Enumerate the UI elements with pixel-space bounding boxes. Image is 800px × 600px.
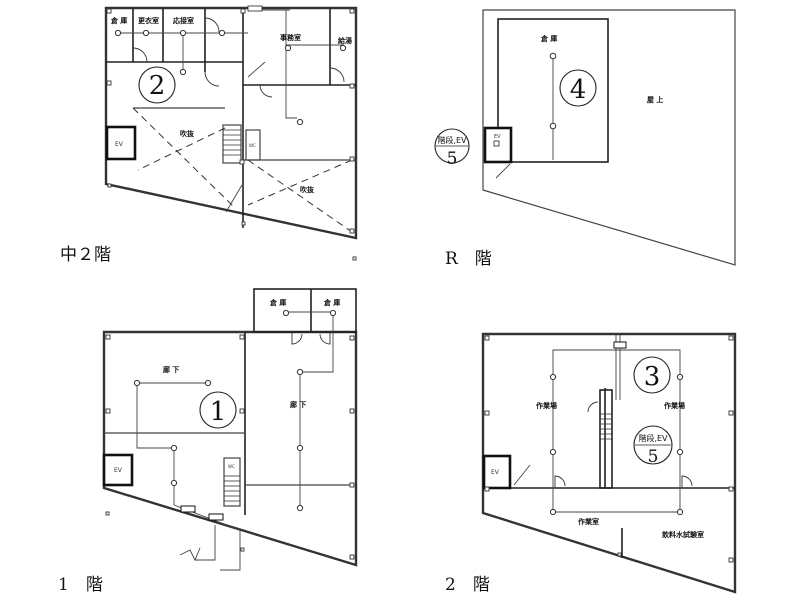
badge-bottom: 5 xyxy=(648,447,659,467)
wiring xyxy=(225,184,243,213)
room-label: 飲料水試験室 xyxy=(661,530,704,539)
zone-number-circle xyxy=(633,356,671,394)
outer-wall xyxy=(482,9,736,266)
zone-number-circle xyxy=(138,66,176,104)
elevator xyxy=(102,453,134,487)
distribution-panel xyxy=(613,341,627,349)
ev-label: EV xyxy=(114,467,123,474)
wiring xyxy=(285,311,334,508)
door xyxy=(291,332,303,345)
outer-wall xyxy=(481,332,737,594)
room-label: 倉 庫 xyxy=(540,34,557,43)
room-label: 屋 上 xyxy=(647,95,663,104)
door xyxy=(204,17,220,33)
room-label: 廊 下 xyxy=(290,400,306,409)
void-cross xyxy=(247,159,353,233)
room-label: 給湯 xyxy=(338,36,352,45)
void-label: 吹抜 xyxy=(180,129,195,138)
void-cross xyxy=(137,127,226,171)
room-label: 廊 下 xyxy=(163,365,179,374)
zone-number: 1 xyxy=(210,397,227,427)
door xyxy=(132,47,148,63)
stairs-treads xyxy=(224,475,240,502)
wiring xyxy=(136,384,175,505)
floor-label: 中２階 xyxy=(60,245,111,265)
stairs-treads xyxy=(600,413,612,440)
room-label: 作業場 xyxy=(664,401,685,410)
plan-roof: EV 倉 庫 屋 上 4 階段,EV 5 R 階 xyxy=(434,9,736,269)
badge-top: 階段,EV xyxy=(437,135,467,145)
zone-number-circle xyxy=(199,391,237,429)
room-label: 倉 庫 xyxy=(269,298,286,307)
room-label: 更衣室 xyxy=(138,16,159,25)
ev-label: EV xyxy=(494,134,501,140)
door xyxy=(329,67,345,83)
lamp-fixture xyxy=(549,52,557,60)
floor-label: R 階 xyxy=(445,249,492,269)
meter-box xyxy=(180,505,196,513)
floor-label: 2 階 xyxy=(445,575,490,595)
outer-wall xyxy=(102,330,358,567)
badge-top: 階段,EV xyxy=(638,433,668,443)
ev-label: EV xyxy=(115,141,124,148)
wiring xyxy=(247,61,266,78)
door xyxy=(554,475,566,488)
storage-room xyxy=(497,18,609,163)
room-label: 倉 庫 xyxy=(323,298,340,307)
zone-number-circle xyxy=(559,69,597,107)
door xyxy=(319,332,331,345)
wiring xyxy=(495,163,511,179)
stairs xyxy=(223,457,241,507)
plan-mezzanine: WC EV xyxy=(60,5,358,265)
zone-number: 2 xyxy=(149,71,166,101)
wc-room xyxy=(245,129,261,161)
plan-second-floor: EV 作業場 作業場 作業室 飲料水試験室 3 xyxy=(445,332,737,595)
room-label: 作業場 xyxy=(536,401,557,410)
room-label: 応接室 xyxy=(173,16,194,25)
zone-number: 3 xyxy=(644,362,661,392)
stairs-treads xyxy=(223,129,241,156)
elevator xyxy=(105,125,137,161)
columns xyxy=(484,335,734,563)
void-cross xyxy=(247,159,353,206)
room-label: 作業室 xyxy=(578,517,599,526)
wiring xyxy=(552,349,681,512)
room-label: 倉 庫 xyxy=(110,16,127,25)
lamp-fixtures xyxy=(133,309,337,512)
door xyxy=(204,71,220,87)
floor-label: 1 階 xyxy=(58,575,103,595)
door xyxy=(259,84,273,98)
ev-label: EV xyxy=(491,469,500,476)
outer-wall xyxy=(104,6,358,240)
stairs xyxy=(222,124,242,164)
wiring xyxy=(173,504,241,571)
wc-label: WC xyxy=(228,464,235,469)
wc-label: WC xyxy=(249,143,256,148)
panel-icon xyxy=(493,140,500,147)
wiring xyxy=(513,464,531,486)
distribution-panel xyxy=(247,5,263,12)
wiring xyxy=(179,547,201,562)
elevator xyxy=(482,454,512,490)
columns xyxy=(105,334,355,560)
door xyxy=(587,401,599,413)
storage-block xyxy=(253,288,357,333)
room-label: 事務室 xyxy=(280,33,301,42)
columns xyxy=(106,8,357,261)
door xyxy=(681,475,693,488)
lamp-fixtures xyxy=(549,373,684,516)
zone-number: 4 xyxy=(570,75,587,105)
void-label: 吹抜 xyxy=(300,185,315,194)
badge-bottom: 5 xyxy=(447,149,458,169)
wiring xyxy=(195,525,216,561)
lamp-fixture xyxy=(549,122,557,130)
plan-first-floor: WC EV 倉 庫 倉 庫 廊 下 xyxy=(58,288,358,595)
lamp-fixtures xyxy=(114,29,347,126)
wiring xyxy=(285,45,297,119)
meter-box xyxy=(208,513,224,521)
